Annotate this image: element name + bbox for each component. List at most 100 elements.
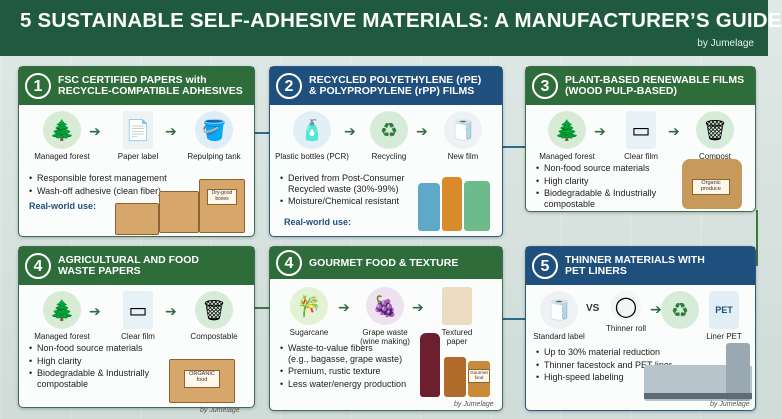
process-icons: 🧻 Standard label VS ◯ Thinner roll ➔ ♻ P… bbox=[526, 291, 755, 353]
box bbox=[115, 203, 159, 235]
step-managed-forest: 🌲 Managed forest bbox=[532, 111, 602, 161]
recycling-icon: ♻ bbox=[370, 111, 408, 149]
box-label: Dry-good boxes bbox=[207, 189, 237, 205]
arrow-right-icon: ➔ bbox=[416, 123, 428, 139]
bottle bbox=[442, 177, 462, 231]
step-caption: Clear film bbox=[121, 332, 155, 341]
real-world-use-label: Real-world use: bbox=[29, 201, 97, 211]
step-caption: Sugarcane bbox=[289, 328, 329, 337]
bullet-item: High clarity bbox=[29, 356, 149, 367]
card-number: 3 bbox=[532, 73, 558, 99]
card-recycled-films: 2 RECYCLED POLYETHYLENE (rPE) & POLYPROP… bbox=[269, 66, 503, 237]
card-number: 4 bbox=[276, 250, 302, 276]
page-footer-byline: by Jumelage bbox=[200, 407, 240, 414]
bullet-item: Waste-to-value fibers (e.g., bagasse, gr… bbox=[280, 343, 406, 364]
connector-4-5 bbox=[255, 307, 269, 309]
bullet-list: Derived from Post-Consumer Recycled wast… bbox=[280, 173, 405, 209]
pet-liner-icon: PET bbox=[709, 291, 739, 329]
clear-film-icon: ▭ bbox=[123, 291, 153, 329]
step-caption: Grape waste (wine making) bbox=[360, 328, 410, 346]
thinner-roll-icon: ◯ bbox=[611, 291, 641, 321]
jar-label: Gourmet food bbox=[468, 369, 490, 383]
card-header: 5 THINNER MATERIALS WITH PET LINERS bbox=[526, 247, 755, 285]
step-caption: Clear film bbox=[624, 152, 658, 161]
footer-byline: by Jumelage bbox=[710, 401, 750, 408]
clear-film-icon: ▭ bbox=[626, 111, 656, 149]
footer-byline: by Jumelage bbox=[454, 401, 494, 408]
bullet-item: Moisture/Chemical resistant bbox=[280, 196, 405, 207]
box bbox=[159, 191, 199, 233]
card-number: 2 bbox=[276, 73, 302, 99]
step-caption: Managed forest bbox=[539, 152, 595, 161]
process-icons: 🎋 Sugarcane ➔ 🍇 Grape waste (wine making… bbox=[270, 287, 502, 349]
arrow-right-icon: ➔ bbox=[165, 123, 177, 139]
bullet-item: Biodegradable & Industrially compostable bbox=[536, 188, 656, 209]
bullet-item: Thinner facestock and PET liner bbox=[536, 360, 672, 371]
film-roll-icon: 🧻 bbox=[444, 111, 482, 149]
card-number: 4 bbox=[25, 253, 51, 279]
step-caption: Liner PET bbox=[706, 332, 742, 341]
standard-label-roll-icon: 🧻 bbox=[540, 291, 578, 329]
card-title: THINNER MATERIALS WITH PET LINERS bbox=[565, 254, 705, 277]
bullet-item: Derived from Post-Consumer Recycled wast… bbox=[280, 173, 405, 194]
card-header: 1 FSC CERTIFIED PAPERS with RECYCLE-COMP… bbox=[19, 67, 254, 105]
textured-paper-icon bbox=[442, 287, 472, 325]
header-banner: 5 SUSTAINABLE SELF-ADHESIVE MATERIALS: A… bbox=[0, 0, 781, 56]
versus-label: VS bbox=[586, 303, 600, 314]
step-compost: 🗑 Compost bbox=[680, 111, 750, 161]
card-thinner-materials: 5 THINNER MATERIALS WITH PET LINERS 🧻 St… bbox=[525, 246, 756, 411]
step-clear-film: ▭ Clear film bbox=[103, 291, 173, 341]
step-repulping: 🪣 Repulping tank bbox=[179, 111, 249, 161]
bullet-item: Responsible forest management bbox=[29, 173, 167, 184]
repulping-tank-icon: 🪣 bbox=[195, 111, 233, 149]
produce-box-illustration: ORGANIC food bbox=[169, 359, 235, 403]
card-header: 4 GOURMET FOOD & TEXTURE bbox=[270, 247, 502, 279]
trees-icon: 🌲 bbox=[43, 111, 81, 149]
bullet-item: High-speed labeling bbox=[536, 372, 672, 383]
bullet-item: Non-food source materials bbox=[29, 343, 149, 354]
card-number: 5 bbox=[532, 253, 558, 279]
jar bbox=[444, 357, 466, 397]
card-plant-films: 3 PLANT-BASED RENEWABLE FILMS (WOOD PULP… bbox=[525, 66, 756, 212]
process-icons: 🌲 Managed forest ➔ ▭ Clear film ➔ 🗑 Comp… bbox=[19, 291, 254, 353]
step-managed-forest: 🌲 Managed forest bbox=[27, 291, 97, 341]
bullet-item: Wash-off adhesive (clean fiber) bbox=[29, 186, 167, 197]
step-textured-paper: Textured paper bbox=[422, 287, 492, 346]
step-compostable: 🗑 Compostable bbox=[179, 291, 249, 341]
step-clear-film: ▭ Clear film bbox=[606, 111, 676, 161]
process-icons: 🌲 Managed forest ➔ 📄 Paper label ➔ 🪣 Rep… bbox=[19, 111, 254, 173]
process-icons: 🧴 Plastic bottles (PCR) ➔ ♻ Recycling ➔ … bbox=[270, 111, 502, 173]
sugarcane-icon: 🎋 bbox=[290, 287, 328, 325]
step-plastic-bottles: 🧴 Plastic bottles (PCR) bbox=[274, 111, 350, 161]
card-title: GOURMET FOOD & TEXTURE bbox=[309, 256, 459, 269]
bullet-list: Responsible forest management Wash-off a… bbox=[29, 173, 167, 198]
machine-tower bbox=[726, 343, 750, 401]
bullet-item: Non-food source materials bbox=[536, 163, 656, 174]
bottle bbox=[418, 183, 440, 231]
connector-2-3 bbox=[503, 146, 525, 148]
arrow-right-icon: ➔ bbox=[594, 123, 606, 139]
card-gourmet-food: 4 GOURMET FOOD & TEXTURE 🎋 Sugarcane ➔ 🍇… bbox=[269, 246, 503, 411]
recycling-icon: ♻ bbox=[661, 291, 699, 329]
arrow-right-icon: ➔ bbox=[668, 123, 680, 139]
step-caption: Repulping tank bbox=[187, 152, 241, 161]
bullet-item: Biodegradable & Industrially compostable bbox=[29, 368, 149, 389]
card-title: AGRICULTURAL AND FOOD WASTE PAPERS bbox=[58, 254, 199, 277]
trees-icon: 🌲 bbox=[548, 111, 586, 149]
page-title: 5 SUSTAINABLE SELF-ADHESIVE MATERIALS: A… bbox=[20, 9, 782, 32]
card-title: PLANT-BASED RENEWABLE FILMS (WOOD PULP-B… bbox=[565, 74, 745, 97]
card-fsc-papers: 1 FSC CERTIFIED PAPERS with RECYCLE-COMP… bbox=[18, 66, 255, 237]
trees-icon: 🌲 bbox=[43, 291, 81, 329]
arrow-right-icon: ➔ bbox=[412, 299, 424, 315]
connector-1-2 bbox=[255, 132, 269, 134]
step-caption: Compostable bbox=[190, 332, 238, 341]
step-grape-waste: 🍇 Grape waste (wine making) bbox=[350, 287, 420, 346]
bullet-item: High clarity bbox=[536, 176, 656, 187]
spray-bottle bbox=[464, 181, 490, 231]
paper-label-icon: 📄 bbox=[123, 111, 153, 149]
bag-label: Organic produce bbox=[692, 179, 730, 195]
card-header: 4 AGRICULTURAL AND FOOD WASTE PAPERS bbox=[19, 247, 254, 285]
step-sugarcane: 🎋 Sugarcane bbox=[274, 287, 344, 337]
plastic-bottles-icon: 🧴 bbox=[293, 111, 331, 149]
step-liner-pet: PET Liner PET bbox=[694, 291, 754, 341]
